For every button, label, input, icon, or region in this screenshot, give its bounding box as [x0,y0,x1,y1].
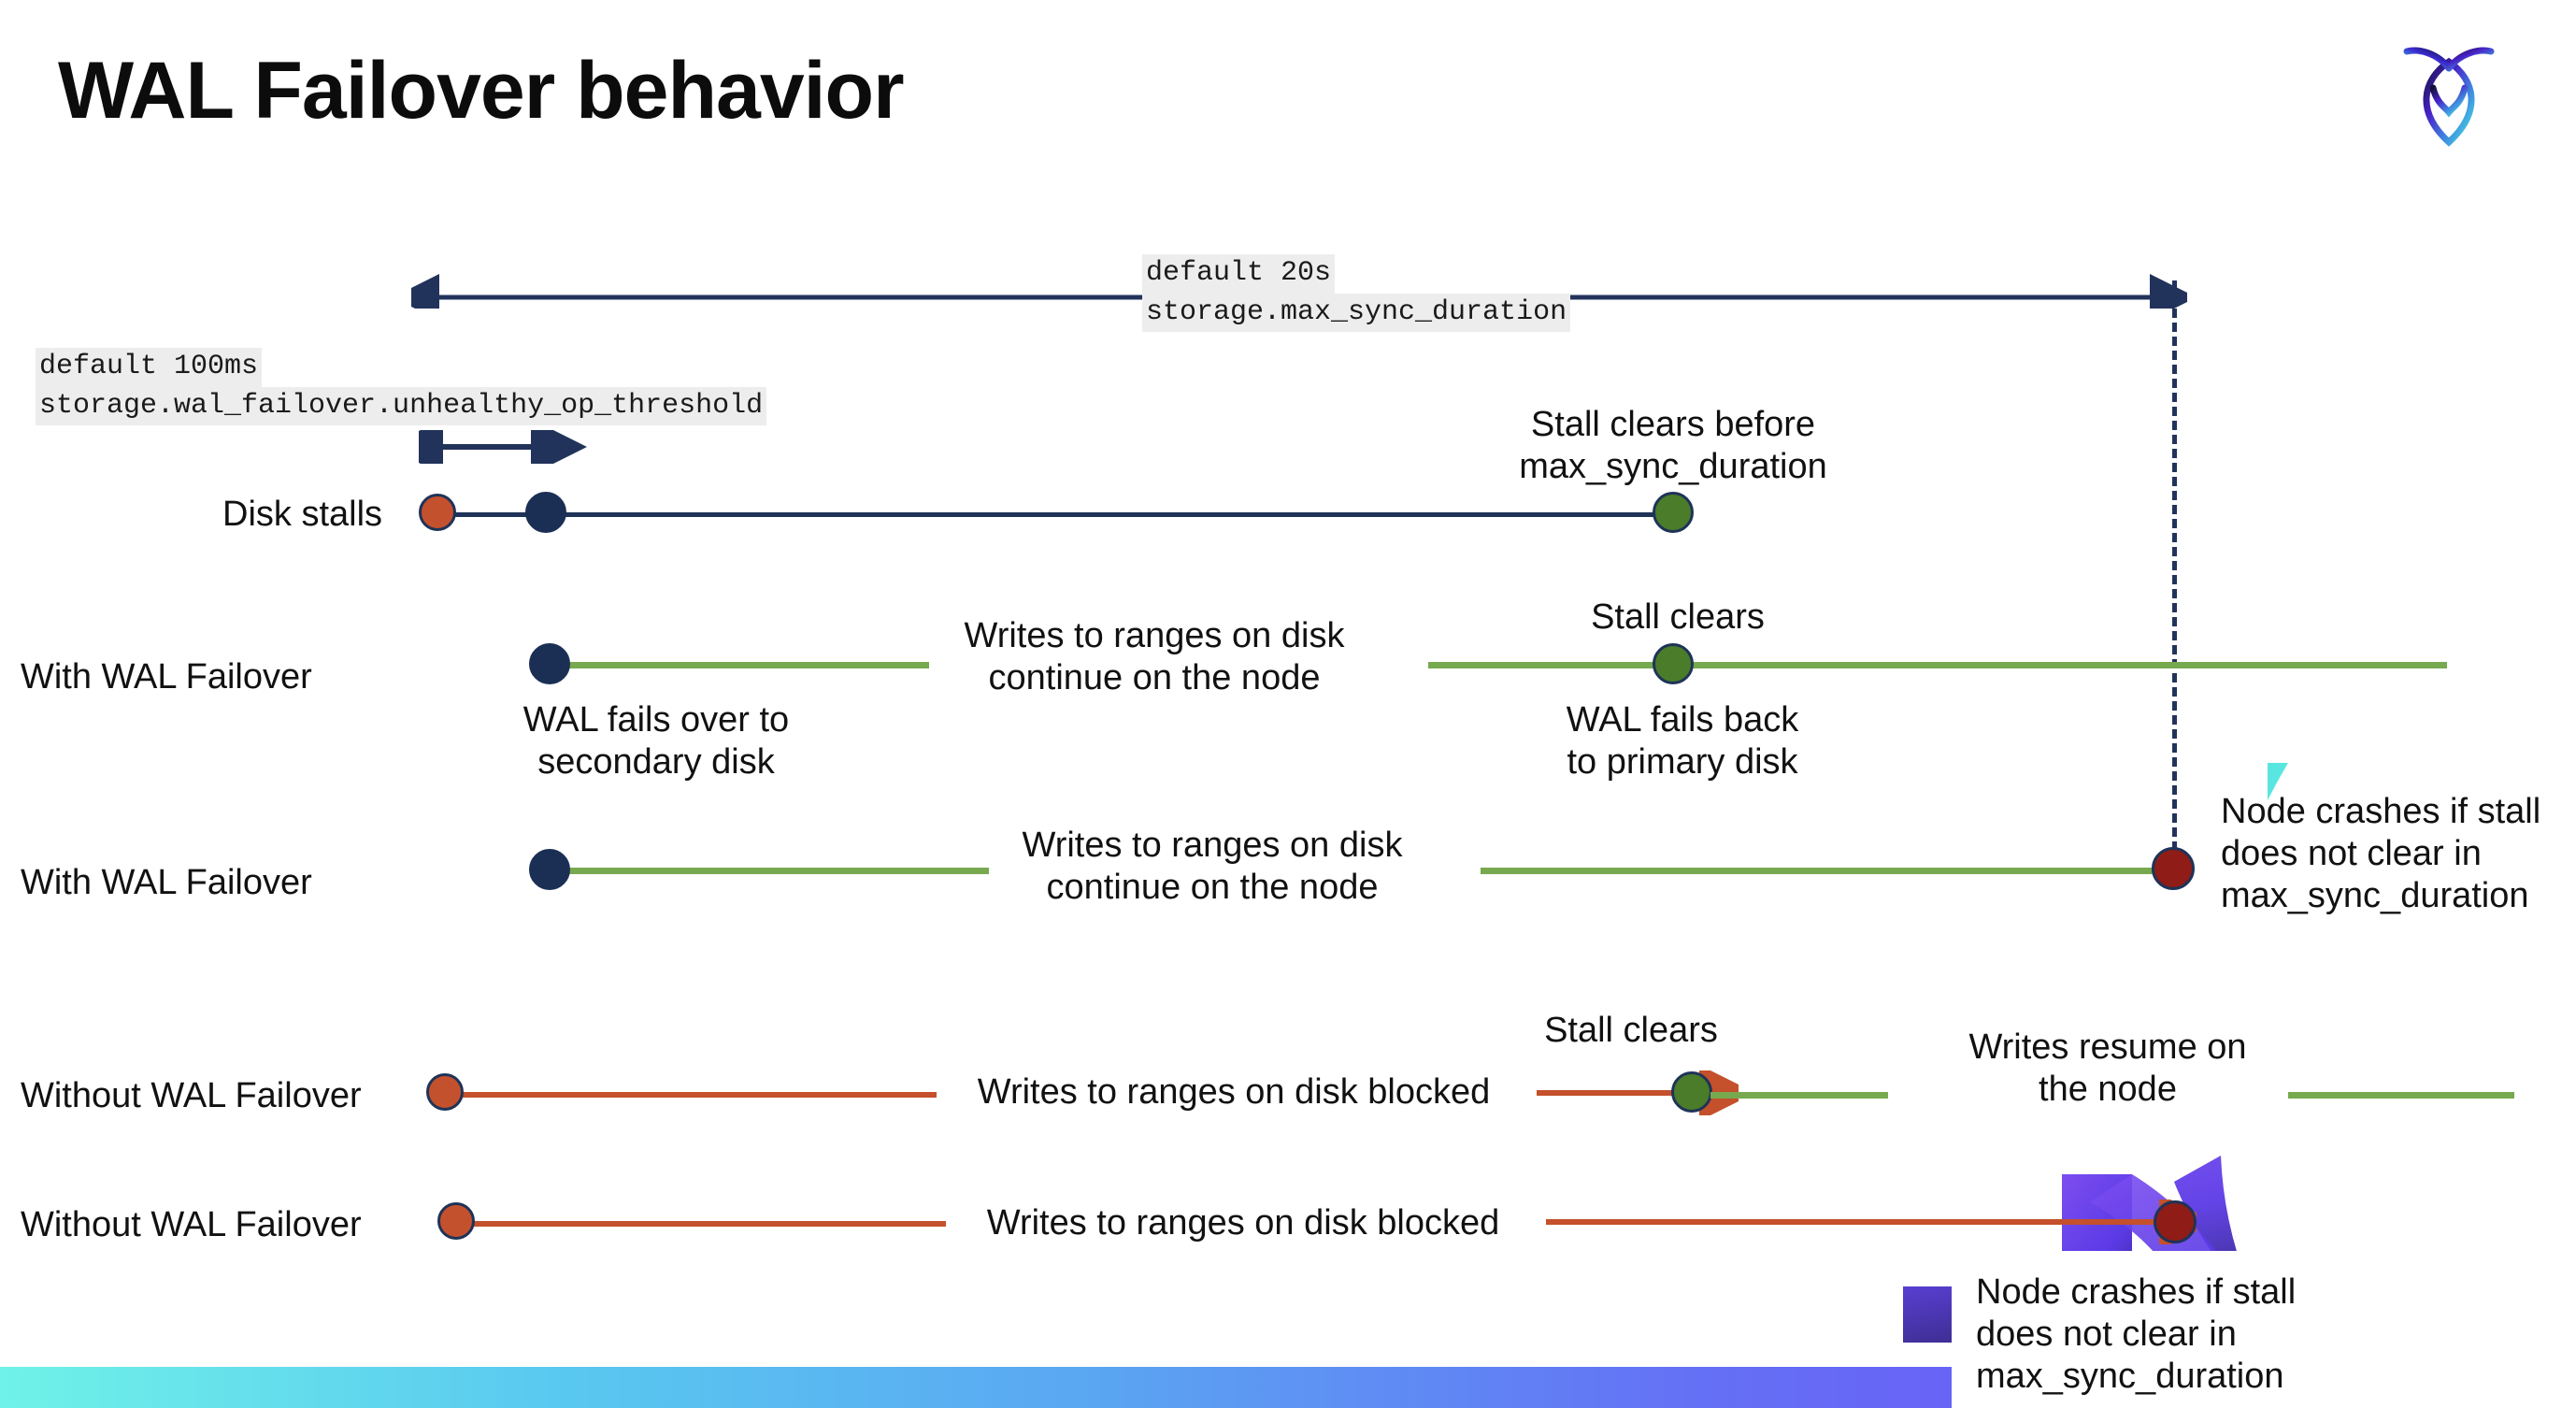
without-failover-start-dot-1 [426,1073,464,1111]
code-default-value: default 100ms [36,348,263,387]
unhealthy-op-threshold-span-arrow [419,430,587,464]
page-title: WAL Failover behavior [58,46,905,136]
node-crash-dot-1 [2152,847,2195,890]
disk-stall-cleared-dot [1653,492,1694,533]
wal-failback-dot [1653,643,1694,684]
disk-stalls-line [437,512,1681,517]
row-label-without-wal-failover-2: Without WAL Failover [21,1205,362,1244]
note-stall-clears-2: Stall clears [1544,1011,1718,1050]
disk-stall-detected-dot [525,492,566,533]
without-failover-resume-line-2 [2288,1092,2514,1099]
without-failover-blocked-line-left [451,1092,937,1098]
without-failover-blocked-arrow-2 [1546,1200,2197,1244]
note-stall-clears-1: Stall clears [1591,597,1765,637]
code-annotation-max-sync-duration: default 20s storage.max_sync_duration [1142,254,1571,333]
without-failover-stall-clears-dot [1671,1071,1712,1113]
code-default-value: default 20s [1142,254,1336,294]
with-failover-crash-line-right [1481,868,2172,874]
without-failover-resume-line-1 [1710,1092,1888,1099]
note-stall-clears-before: Stall clears before max_sync_duration [1519,405,1827,486]
row-label-without-wal-failover-1: Without WAL Failover [21,1076,362,1115]
note-writes-continue-1: Writes to ranges on disk continue on the… [964,616,1345,697]
node-crash-dot-2 [2154,1200,2197,1243]
with-failover-line-right [1428,662,2447,668]
row-label-disk-stalls: Disk stalls [222,495,383,534]
without-failover-start-dot-2 [437,1202,475,1240]
cockroachdb-logo-icon [2379,26,2519,166]
note-wal-fails-over: WAL fails over to secondary disk [522,700,790,782]
code-setting-name: storage.max_sync_duration [1142,293,1571,333]
row-label-with-wal-failover-1: With WAL Failover [21,657,312,697]
note-writes-continue-2: Writes to ranges on disk continue on the… [1022,826,1403,907]
disk-stall-start-dot [419,494,456,531]
code-annotation-unhealthy-op-threshold: default 100ms storage.wal_failover.unhea… [36,348,767,426]
note-node-crashes-1: Node crashes if stall does not clear in … [2221,792,2541,915]
max-sync-duration-guideline [2172,280,2177,879]
row-label-with-wal-failover-2: With WAL Failover [21,863,312,902]
with-failover-line-left [550,662,929,668]
note-writes-blocked-2: Writes to ranges on disk blocked [986,1203,1500,1243]
without-failover-blocked-line-2 [464,1221,946,1227]
code-setting-name: storage.wal_failover.unhealthy_op_thresh… [36,386,767,426]
with-failover-crash-line-left [550,868,989,874]
note-node-crashes-2: Node crashes if stall does not clear in … [1952,1251,2576,1408]
note-wal-fails-back: WAL fails back to primary disk [1566,700,1799,782]
wal-failover-start-dot-2 [529,849,570,890]
wal-failover-start-dot [529,643,570,684]
note-writes-resume: Writes resume on the node [1968,1027,2247,1109]
note-writes-blocked-1: Writes to ranges on disk blocked [977,1072,1491,1112]
